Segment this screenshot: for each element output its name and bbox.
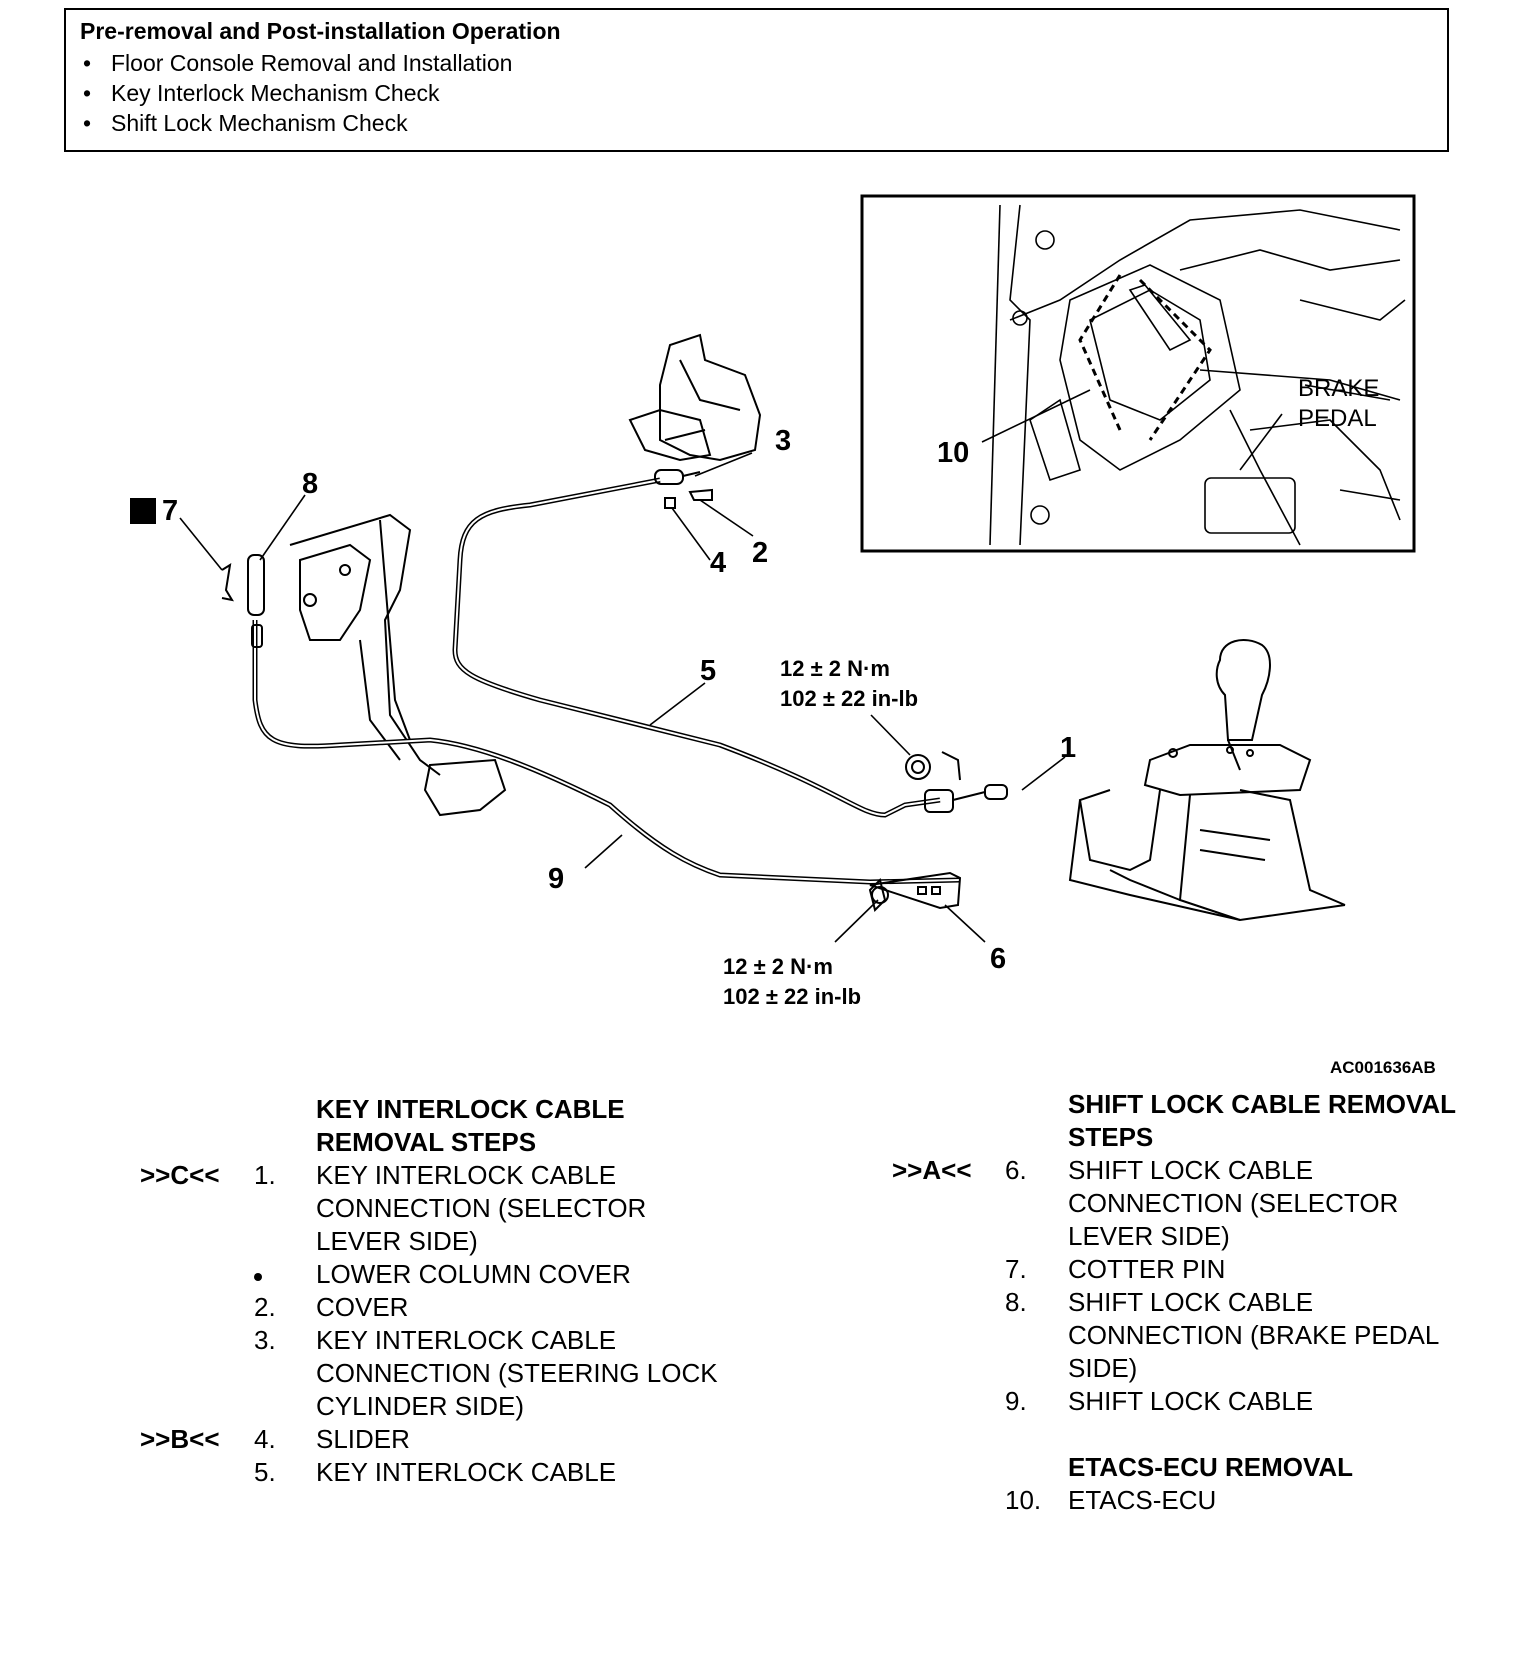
- callout-6: 6: [990, 943, 1006, 975]
- step-text: LEVER SIDE): [316, 1226, 478, 1256]
- step-row: 3. KEY INTERLOCK CABLE CONNECTION (STEER…: [130, 1324, 770, 1423]
- step-text: SHIFT LOCK CABLE: [1068, 1287, 1314, 1317]
- step-text: CONNECTION (SELECTOR: [1068, 1188, 1399, 1218]
- step-number: 10.: [1005, 1485, 1042, 1515]
- pre-removal-title: Pre-removal and Post-installation Operat…: [80, 18, 561, 44]
- step-row: 5. KEY INTERLOCK CABLE: [130, 1456, 770, 1489]
- callout-3: 3: [775, 425, 791, 457]
- step-row: 9. SHIFT LOCK CABLE: [890, 1385, 1520, 1418]
- step-text: SLIDER: [316, 1424, 410, 1454]
- step-text: CYLINDER SIDE): [316, 1391, 525, 1421]
- pre-removal-box: Pre-removal and Post-installation Operat…: [64, 8, 1449, 152]
- etacs-heading-text: ETACS-ECU REMOVAL: [1068, 1452, 1354, 1482]
- n-badge-letter: N: [133, 496, 154, 528]
- n-badge-box: [130, 498, 156, 524]
- step-row: 8. SHIFT LOCK CABLE CONNECTION (BRAKE PE…: [890, 1286, 1520, 1385]
- step-text: COVER: [316, 1292, 409, 1322]
- step-text: CONNECTION (BRAKE PEDAL: [1068, 1320, 1440, 1350]
- shift-lock-heading: SHIFT LOCK CABLE REMOVAL STEPS: [890, 1088, 1520, 1154]
- callout-8: 8: [302, 468, 318, 500]
- shift-lock-heading-line1: SHIFT LOCK CABLE REMOVAL: [1068, 1089, 1457, 1119]
- step-number: 1.: [254, 1160, 276, 1190]
- step-text: KEY INTERLOCK CABLE: [316, 1160, 617, 1190]
- torque-spec-2-inlb: 102 ± 22 in-lb: [723, 984, 861, 1009]
- step-row: 10. ETACS-ECU: [890, 1484, 1520, 1517]
- callout-2: 2: [752, 537, 768, 569]
- callout-9: 9: [548, 863, 564, 895]
- step-text: KEY INTERLOCK CABLE: [316, 1457, 617, 1487]
- brake-pedal-drawing: [289, 513, 507, 817]
- step-number: 8.: [1005, 1287, 1027, 1317]
- step-number: 9.: [1005, 1386, 1027, 1416]
- step-number: 4.: [254, 1424, 276, 1454]
- torque-spec-2-nm: 12 ± 2 N·m: [723, 954, 833, 979]
- figure-id: AC001636AB: [1330, 1058, 1436, 1077]
- step-text: ETACS-ECU: [1068, 1485, 1217, 1515]
- callout-10: 10: [937, 437, 969, 469]
- key-interlock-heading-line2: REMOVAL STEPS: [316, 1127, 537, 1157]
- steering-lock-cylinder-drawing: [628, 333, 762, 462]
- leader-lines: [179, 452, 1066, 943]
- step-number: 6.: [1005, 1155, 1027, 1185]
- step-text: SHIFT LOCK CABLE: [1068, 1386, 1314, 1416]
- step-row: LOWER COLUMN COVER: [130, 1258, 770, 1291]
- step-number: 5.: [254, 1457, 276, 1487]
- step-mark: >>C<<: [140, 1160, 220, 1190]
- torque-spec-1-nm: 12 ± 2 N·m: [780, 656, 890, 681]
- step-text: CONNECTION (STEERING LOCK: [316, 1358, 718, 1388]
- step-text: LEVER SIDE): [1068, 1221, 1230, 1251]
- step-mark: >>B<<: [140, 1424, 220, 1454]
- step-text: KEY INTERLOCK CABLE: [316, 1325, 617, 1355]
- key-interlock-steps: KEY INTERLOCK CABLE REMOVAL STEPS >>C<< …: [130, 1093, 770, 1489]
- selector-lever-drawing: [1068, 639, 1346, 922]
- step-text: SIDE): [1068, 1353, 1138, 1383]
- callout-5: 5: [700, 655, 716, 687]
- step-number: 3.: [254, 1325, 276, 1355]
- callout-4: 4: [710, 547, 726, 579]
- inset-pedal-label: PEDAL: [1298, 405, 1377, 432]
- pre-removal-item: Floor Console Removal and Installation: [80, 48, 1433, 78]
- shift-lock-steps: SHIFT LOCK CABLE REMOVAL STEPS >>A<< 6. …: [890, 1088, 1520, 1517]
- step-row: 2. COVER: [130, 1291, 770, 1324]
- torque-spec-1-inlb: 102 ± 22 in-lb: [780, 686, 918, 711]
- step-text: COTTER PIN: [1068, 1254, 1226, 1284]
- inset-frame: [860, 194, 1416, 553]
- step-mark: >>A<<: [892, 1155, 972, 1185]
- step-row: 7. COTTER PIN: [890, 1253, 1520, 1286]
- shift-lock-heading-line2: STEPS: [1068, 1122, 1154, 1152]
- step-text: SHIFT LOCK CABLE: [1068, 1155, 1314, 1185]
- step-row: >>C<< 1. KEY INTERLOCK CABLE CONNECTION …: [130, 1159, 770, 1258]
- step-number: 7.: [1005, 1254, 1027, 1284]
- cable-fittings: [221, 469, 1008, 912]
- step-row: >>B<< 4. SLIDER: [130, 1423, 770, 1456]
- step-row: >>A<< 6. SHIFT LOCK CABLE CONNECTION (SE…: [890, 1154, 1520, 1253]
- etacs-ecu-inset-drawing: [981, 204, 1406, 546]
- step-text: LOWER COLUMN COVER: [316, 1259, 631, 1289]
- pre-removal-list: Floor Console Removal and Installation K…: [80, 48, 1433, 138]
- key-interlock-heading-line1: KEY INTERLOCK CABLE: [316, 1094, 625, 1124]
- callout-7: 7: [162, 495, 178, 527]
- exploded-diagram: N 1 2 3 4 5 6 7 8 9 10 12 ± 2 N·m 102 ± …: [130, 194, 1436, 1077]
- pre-removal-item: Key Interlock Mechanism Check: [80, 78, 1433, 108]
- callout-1: 1: [1060, 732, 1076, 764]
- key-interlock-heading: KEY INTERLOCK CABLE REMOVAL STEPS: [130, 1093, 770, 1159]
- step-number: 2.: [254, 1292, 276, 1322]
- step-bullet: [254, 1258, 262, 1291]
- step-text: CONNECTION (SELECTOR: [316, 1193, 647, 1223]
- pre-removal-item: Shift Lock Mechanism Check: [80, 108, 1433, 138]
- etacs-heading: ETACS-ECU REMOVAL: [890, 1451, 1520, 1484]
- inset-brake-label: BRAKE: [1298, 375, 1379, 402]
